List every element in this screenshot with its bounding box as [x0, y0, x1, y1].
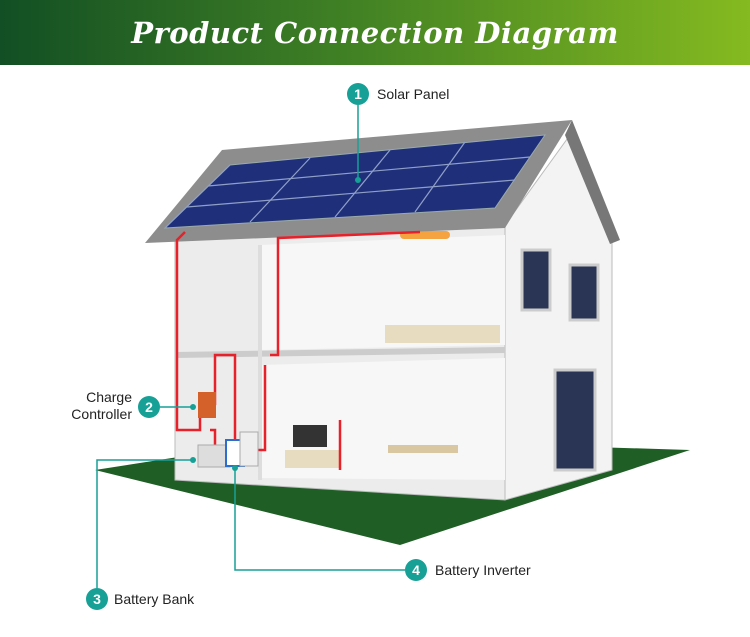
window: [568, 263, 600, 322]
callout-3-badge: 3: [86, 588, 108, 610]
callout-2-label: Charge Controller: [60, 389, 132, 423]
callout-2-label-line1: Charge: [86, 389, 132, 405]
house-illustration: [95, 105, 690, 588]
window: [520, 248, 552, 312]
callout-2-label-line2: Controller: [71, 406, 132, 422]
callout-3-label: Battery Bank: [114, 591, 195, 607]
page-title: Product Connection Diagram: [131, 15, 619, 50]
tv: [293, 425, 327, 447]
callout-1-label: Solar Panel: [377, 86, 450, 102]
callout-1-badge: 1: [347, 83, 369, 105]
charge-controller: [198, 392, 216, 418]
callout-4-badge: 4: [405, 559, 427, 581]
callout-4-label: Battery Inverter: [435, 562, 531, 578]
callout-2-badge: 2: [138, 396, 160, 418]
header-banner: Product Connection Diagram: [0, 0, 750, 65]
door: [553, 368, 597, 472]
